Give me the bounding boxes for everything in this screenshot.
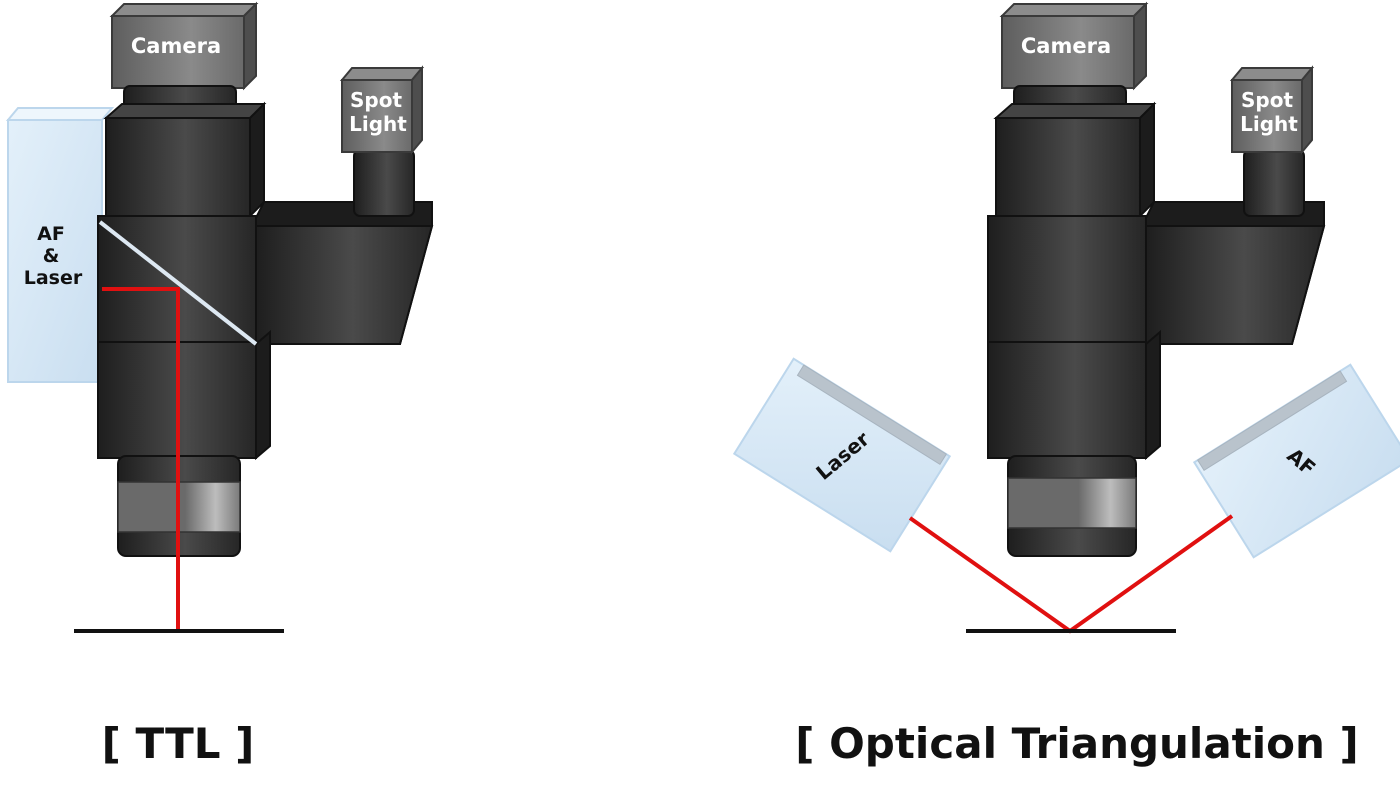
side-arm <box>1145 201 1326 345</box>
light-label: Light <box>349 112 407 136</box>
light-label: Light <box>1240 112 1298 136</box>
ttl-diagram: AF & Laser Camera <box>5 1 434 768</box>
mid-body <box>987 215 1147 343</box>
af-label: AF <box>37 223 65 245</box>
side-arm <box>255 201 434 345</box>
camera-label: Camera <box>131 34 221 58</box>
ampersand-label: & <box>43 245 60 267</box>
lower-body <box>987 329 1161 461</box>
laser-module: Laser <box>732 357 952 553</box>
camera: Camera <box>109 1 259 91</box>
af-laser-module: AF & Laser <box>5 107 115 383</box>
laser-label: Laser <box>24 267 83 289</box>
af-module: AF <box>1192 363 1400 559</box>
spot-label: Spot <box>350 88 402 112</box>
spot-label: Spot <box>1241 88 1293 112</box>
beam-splitter-mirror <box>98 220 258 346</box>
triangulation-diagram: Camera Spot Light <box>732 1 1400 768</box>
spot-light: Spot Light <box>1229 65 1315 217</box>
ttl-caption: [ TTL ] <box>102 719 255 768</box>
objective-lens <box>1007 455 1137 557</box>
spot-light: Spot Light <box>339 65 425 217</box>
camera: Camera <box>999 1 1149 91</box>
lower-body <box>97 329 271 461</box>
upper-body <box>103 101 267 219</box>
camera-label: Camera <box>1021 34 1111 58</box>
triangulation-caption: [ Optical Triangulation ] <box>795 719 1358 768</box>
laser-beam <box>102 287 180 631</box>
upper-body <box>993 101 1157 219</box>
